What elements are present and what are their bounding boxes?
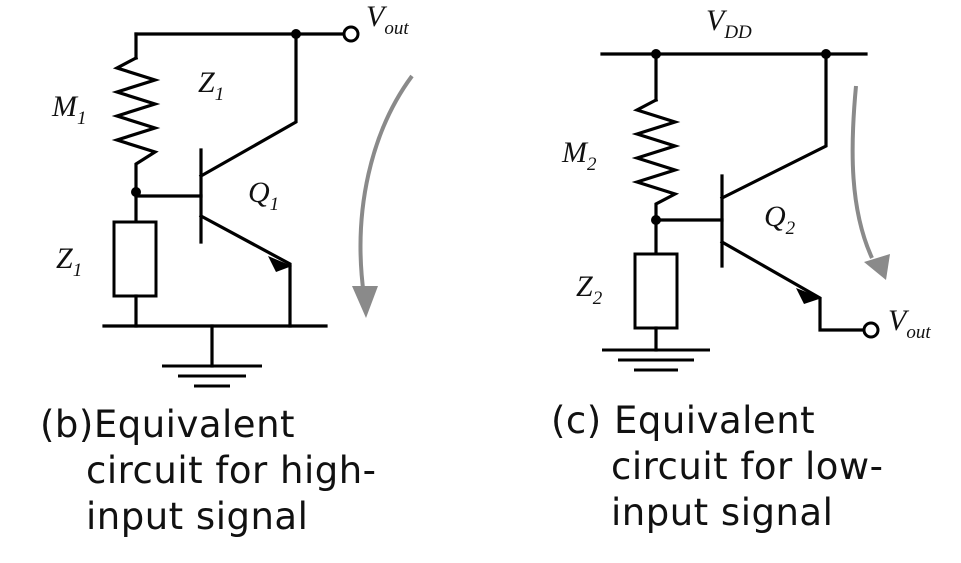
c-vdd-junction-left (651, 49, 661, 59)
c-collector-wire (719, 52, 828, 201)
c-vout-terminal (862, 321, 880, 339)
b-current-flow-arrowhead (352, 286, 378, 318)
label-z1-left: Z1 (56, 242, 82, 281)
c-emitter-arrow (796, 288, 822, 304)
caption-c-line3: input signal (611, 491, 834, 534)
caption-b-title: Equivalent (93, 403, 296, 446)
b-collector-wire (198, 32, 298, 179)
b-impedance-z1 (112, 220, 158, 298)
c-impedance-z2 (633, 252, 679, 330)
c-current-flow-arrow (850, 85, 874, 259)
label-vout-b: Vout (366, 0, 409, 39)
b-ground-icon (162, 364, 262, 388)
c-emitter-wire (719, 239, 866, 332)
label-m1: M1 (51, 90, 87, 129)
caption-c-line2: circuit for low- (611, 445, 884, 488)
label-q1: Q1 (248, 176, 279, 215)
b-current-flow-arrow (358, 74, 414, 297)
c-ground-icon (602, 348, 710, 372)
b-emitter-arrow (268, 256, 292, 272)
label-z1-top: Z1 (198, 66, 224, 105)
c-current-flow-arrowhead (864, 254, 890, 280)
label-z2: Z2 (576, 270, 603, 309)
b-resistor-m1 (111, 55, 161, 194)
caption-c-prefix: (c) (551, 399, 602, 442)
label-m2: M2 (561, 136, 597, 175)
b-emitter-wire (198, 213, 292, 328)
b-vout-terminal (342, 25, 360, 43)
c-base-junction (651, 215, 661, 225)
caption-c-line1: (c) Equivalent (551, 398, 884, 444)
caption-b-line1: (b)Equivalent (40, 402, 377, 448)
label-vdd: VDD (706, 4, 752, 43)
caption-b-prefix: (b) (40, 403, 94, 446)
caption-b-line2: circuit for high- (86, 449, 377, 492)
c-resistor-m2 (631, 97, 681, 222)
c-vdd-junction-right (821, 49, 831, 59)
caption-c-title: Equivalent (613, 399, 816, 442)
label-q2: Q2 (764, 200, 796, 239)
label-vout-c: Vout (888, 304, 931, 343)
caption-b: (b)Equivalent circuit for high- input si… (40, 402, 377, 540)
caption-b-line3: input signal (86, 495, 309, 538)
caption-c: (c) Equivalent circuit for low- input si… (551, 398, 884, 536)
